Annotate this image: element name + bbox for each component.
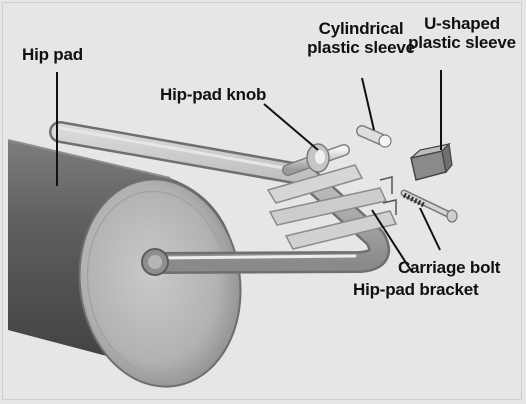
hip-pad-label: Hip pad <box>22 45 83 64</box>
hip-pad-bracket-label: Hip-pad bracket <box>353 280 478 299</box>
u-shaped-sleeve-part <box>411 144 452 180</box>
carriage-bolt-part <box>404 193 457 222</box>
cylindrical-sleeve-part <box>362 131 391 147</box>
u-shaped-plastic-sleeve-label-line2: plastic sleeve <box>404 33 520 52</box>
hip-pad-knob-label: Hip-pad knob <box>160 85 266 104</box>
u-shaped-plastic-sleeve-label-line1: U-shaped <box>404 14 520 33</box>
u-shaped-plastic-sleeve-label: U-shaped plastic sleeve <box>404 14 520 52</box>
carriage-bolt-label: Carriage bolt <box>398 258 500 277</box>
